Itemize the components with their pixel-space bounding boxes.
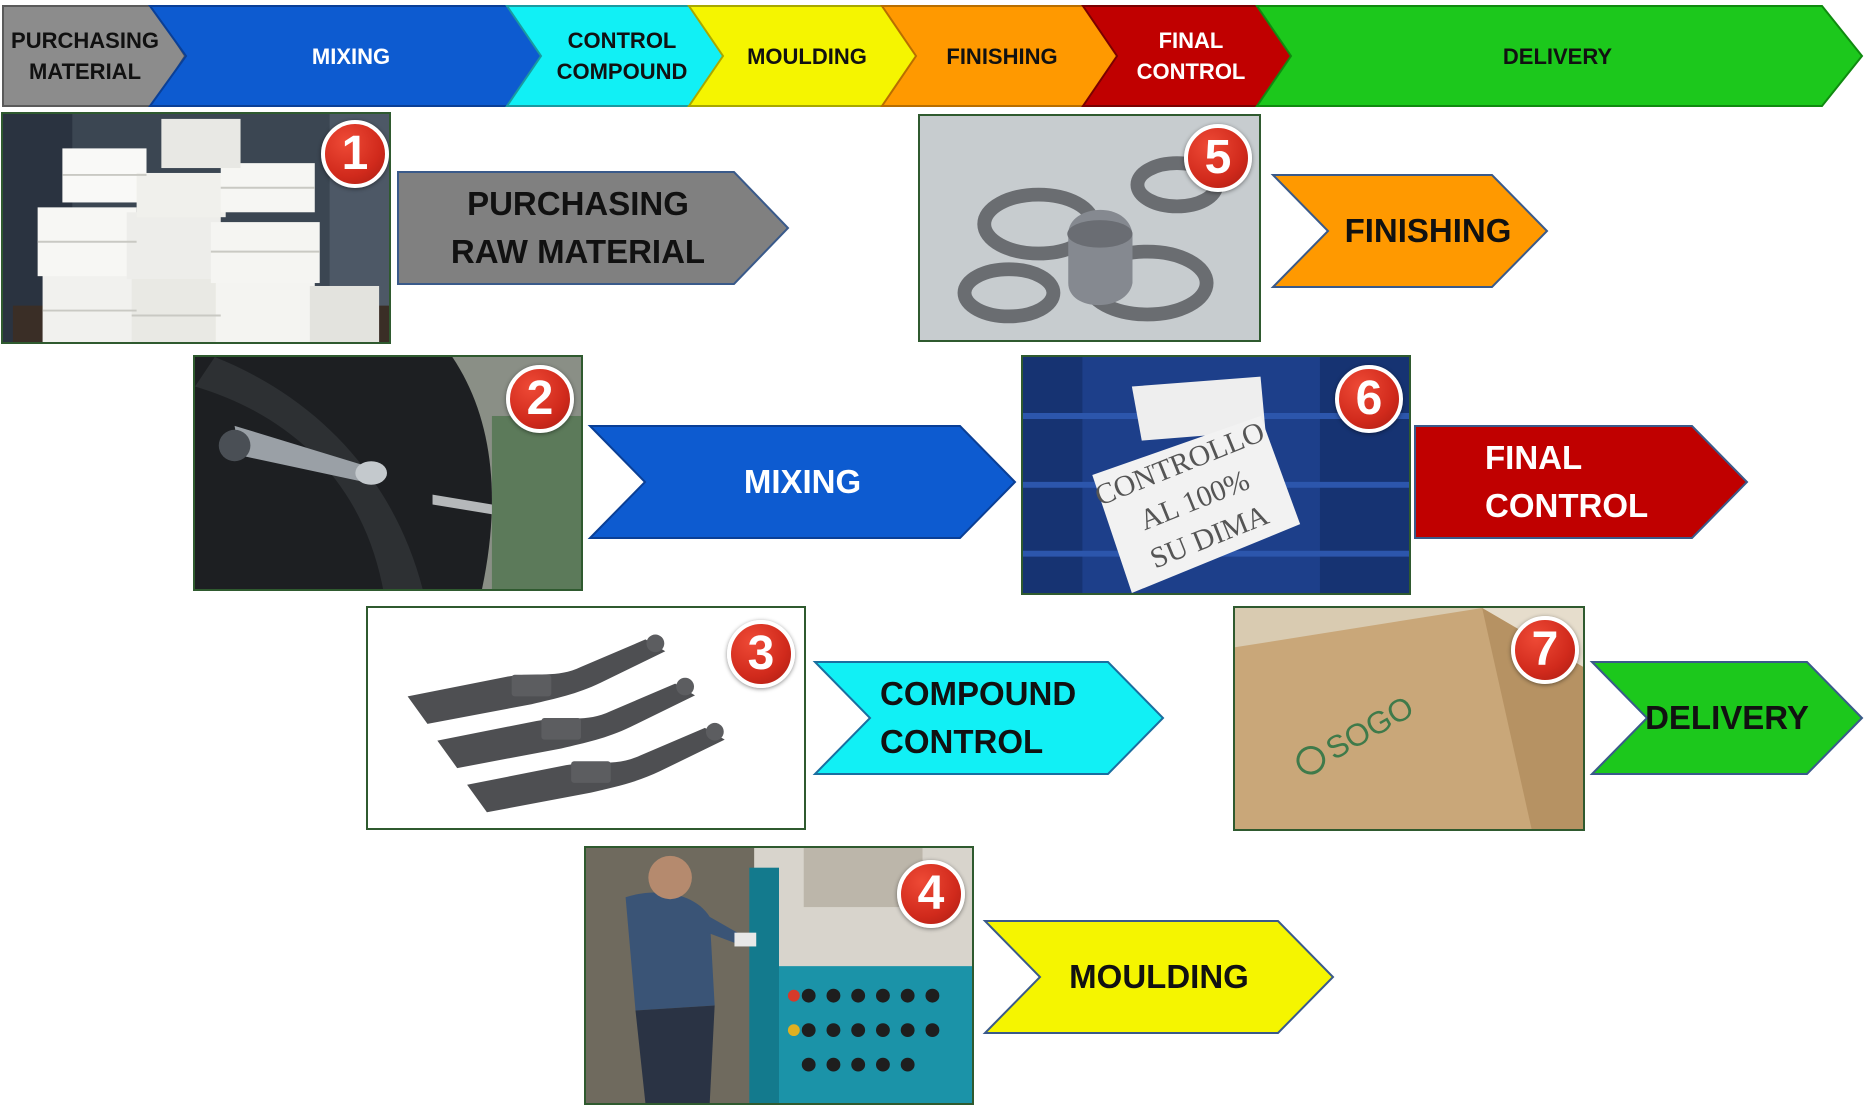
rubber-mixing-mill-photo: 2 bbox=[193, 355, 583, 591]
process-bar-purchasing: PURCHASING MATERIAL bbox=[2, 5, 187, 107]
sogo-shipping-box-photo: SOGO 7 bbox=[1233, 606, 1585, 831]
step-2-arrow-shape bbox=[587, 425, 1017, 539]
step-1-label: PURCHASING RAW MATERIAL bbox=[450, 185, 706, 270]
step-3-arrow: COMPOUND CONTROL bbox=[812, 661, 1165, 775]
step-3-arrow-shape bbox=[812, 661, 1165, 775]
process-bar-mixing: MIXING bbox=[148, 5, 550, 107]
step-5-arrow-shape bbox=[1270, 174, 1549, 288]
step-6-label: FINAL CONTROL bbox=[1485, 439, 1649, 524]
step-4-arrow: MOULDING bbox=[982, 920, 1335, 1034]
step-6-number-badge: 6 bbox=[1335, 365, 1403, 433]
step-1-number-badge: 1 bbox=[321, 120, 389, 188]
process-bar-finishing: FINISHING bbox=[880, 5, 1121, 107]
deflashed-rubber-parts-photo: 5 bbox=[918, 114, 1261, 342]
step-2-arrow: MIXING bbox=[587, 425, 1017, 539]
step-4-number-badge: 4 bbox=[897, 860, 965, 928]
step-5-arrow: FINISHING bbox=[1270, 174, 1549, 288]
step-5-label: FINISHING bbox=[1344, 212, 1512, 249]
process-bar-finishing-label: FINISHING bbox=[946, 43, 1058, 69]
process-bar-delivery-label: DELIVERY bbox=[1502, 43, 1613, 69]
step-3-label: COMPOUND CONTROL bbox=[880, 675, 1077, 760]
moulding-press-operator-photo: 4 bbox=[584, 846, 974, 1105]
process-bar-purchasing-label: PURCHASING MATERIAL bbox=[11, 28, 159, 84]
process-bar-delivery-shape bbox=[1255, 5, 1864, 107]
step-2-number-badge: 2 bbox=[506, 365, 574, 433]
step-4-arrow-shape bbox=[982, 920, 1335, 1034]
step-7-label: DELIVERY bbox=[1645, 699, 1809, 736]
step-4-label: MOULDING bbox=[1069, 958, 1249, 995]
step-6-arrow: FINAL CONTROL bbox=[1414, 425, 1749, 539]
step-7-number-badge: 7 bbox=[1511, 616, 1579, 684]
step-6-arrow-shape bbox=[1414, 425, 1749, 539]
process-bar-mixing-label: MIXING bbox=[311, 43, 391, 69]
step-2-label: MIXING bbox=[743, 463, 862, 500]
process-bar-moulding-label: MOULDING bbox=[747, 43, 867, 69]
raw-material-bales-photo: 1 bbox=[1, 112, 391, 344]
process-bar-control-compound-label: CONTROL COMPOUND bbox=[556, 28, 688, 84]
final-inspection-sign-photo: CONTROLLO AL 100% SU DIMA 6 bbox=[1021, 355, 1411, 595]
step-3-number-badge: 3 bbox=[727, 620, 795, 688]
step-7-arrow-shape bbox=[1589, 661, 1864, 775]
step-1-arrow-shape bbox=[397, 171, 790, 285]
process-bar-delivery: DELIVERY bbox=[1255, 5, 1864, 107]
step-5-number-badge: 5 bbox=[1184, 124, 1252, 192]
test-specimens-photo: 3 bbox=[366, 606, 806, 830]
step-7-arrow: DELIVERY bbox=[1589, 661, 1864, 775]
process-bar-final-control-label: FINAL CONTROL bbox=[1136, 28, 1246, 84]
step-1-arrow: PURCHASING RAW MATERIAL bbox=[397, 171, 790, 285]
